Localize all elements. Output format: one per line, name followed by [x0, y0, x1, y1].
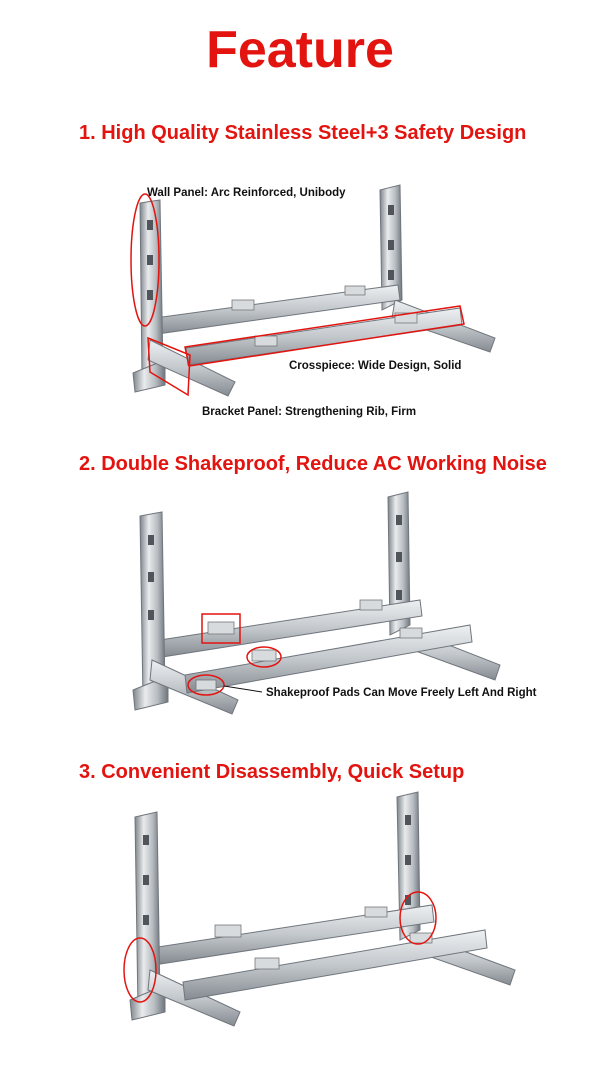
callout-leader-line	[223, 685, 263, 693]
shakeproof-pad-highlight-3	[187, 674, 225, 696]
section-3-heading: 3. Convenient Disassembly, Quick Setup	[79, 761, 465, 783]
callout-shakeproof: Shakeproof Pads Can Move Freely Left And…	[266, 687, 537, 699]
section-1-heading: 1. High Quality Stainless Steel+3 Safety…	[79, 122, 527, 144]
callout-crosspiece: Crosspiece: Wide Design, Solid	[289, 360, 462, 372]
wall-panel-highlight	[130, 193, 160, 327]
right-joint-highlight	[399, 891, 437, 945]
left-joint-highlight	[123, 937, 157, 1003]
page-title: Feature	[206, 21, 394, 79]
callout-wall-panel: Wall Panel: Arc Reinforced, Unibody	[147, 187, 346, 199]
shakeproof-pad-highlight-1	[201, 613, 241, 644]
section-2-heading: 2. Double Shakeproof, Reduce AC Working …	[79, 453, 547, 475]
bracket-panel-highlight	[147, 336, 191, 397]
callout-bracket-panel: Bracket Panel: Strengthening Rib, Firm	[202, 406, 417, 418]
shakeproof-pad-highlight-2	[246, 646, 282, 668]
crosspiece-highlight	[184, 305, 465, 367]
